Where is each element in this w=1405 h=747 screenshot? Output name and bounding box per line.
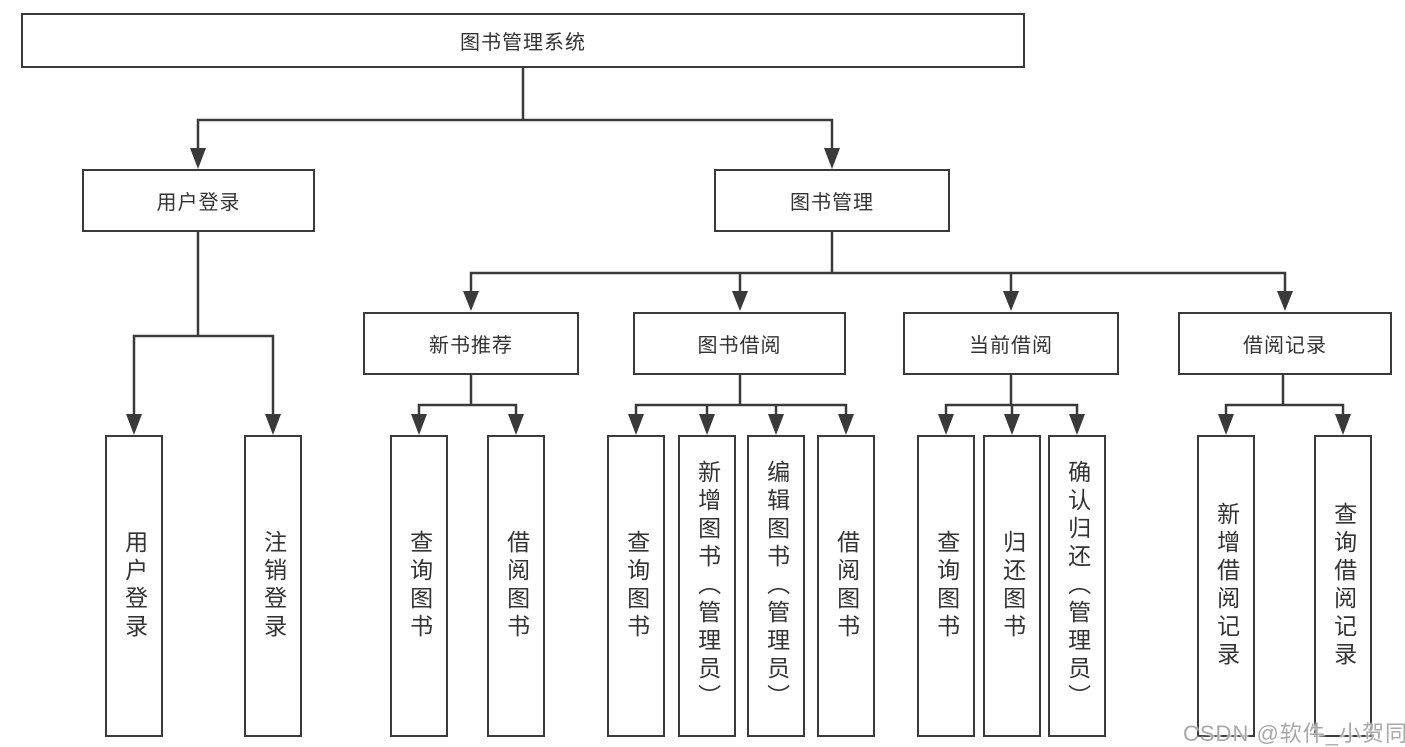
leaf-query-borrow-record-label: 查询借阅记录 [1330,502,1357,670]
leaf-borrow-books-recommend-label: 借阅图书 [503,530,530,642]
node-borrowing-records: 借阅记录 [1178,312,1392,375]
node-new-book-recommend: 新书推荐 [363,312,579,375]
leaf-return-books-label: 归还图书 [999,530,1026,642]
leaf-user-login-label: 用户登录 [121,530,148,642]
leaf-borrow-books-label: 借阅图书 [833,530,860,642]
leaf-query-books-recommend-label: 查询图书 [406,530,433,642]
arrowheads [126,148,1351,435]
connector-segments [132,68,1345,415]
leaf-add-books-admin-label: 新增图书（管理员） [694,460,721,712]
leaf-logout-label: 注销登录 [260,530,287,642]
leaf-user-login: 用户登录 [105,435,163,737]
node-book-management: 图书管理 [714,169,950,232]
leaf-edit-books-admin: 编辑图书（管理员） [747,435,805,737]
leaf-edit-books-admin-label: 编辑图书（管理员） [763,460,790,712]
leaf-borrow-books: 借阅图书 [817,435,875,737]
leaf-query-books-borrowing-label: 查询图书 [623,530,650,642]
leaf-logout: 注销登录 [244,435,302,737]
leaf-query-books-recommend: 查询图书 [390,435,448,737]
leaf-confirm-return-admin-label: 确认归还（管理员） [1064,460,1091,712]
leaf-query-borrow-record: 查询借阅记录 [1314,435,1372,737]
leaf-query-books-borrowing: 查询图书 [607,435,665,737]
node-current-borrowing: 当前借阅 [903,312,1119,375]
leaf-confirm-return-admin: 确认归还（管理员） [1048,435,1106,737]
leaf-borrow-books-recommend: 借阅图书 [487,435,545,737]
node-root: 图书管理系统 [21,13,1025,68]
node-book-borrowing: 图书借阅 [633,312,846,375]
leaf-add-books-admin: 新增图书（管理员） [678,435,736,737]
leaf-return-books: 归还图书 [983,435,1041,737]
leaf-query-books-current: 查询图书 [917,435,975,737]
node-user-login: 用户登录 [82,169,315,232]
leaf-add-borrow-record: 新增借阅记录 [1197,435,1255,737]
csdn-watermark: CSDN @软件_小贺同学 [1183,721,1405,746]
leaf-query-books-current-label: 查询图书 [933,530,960,642]
leaf-add-borrow-record-label: 新增借阅记录 [1213,502,1240,670]
